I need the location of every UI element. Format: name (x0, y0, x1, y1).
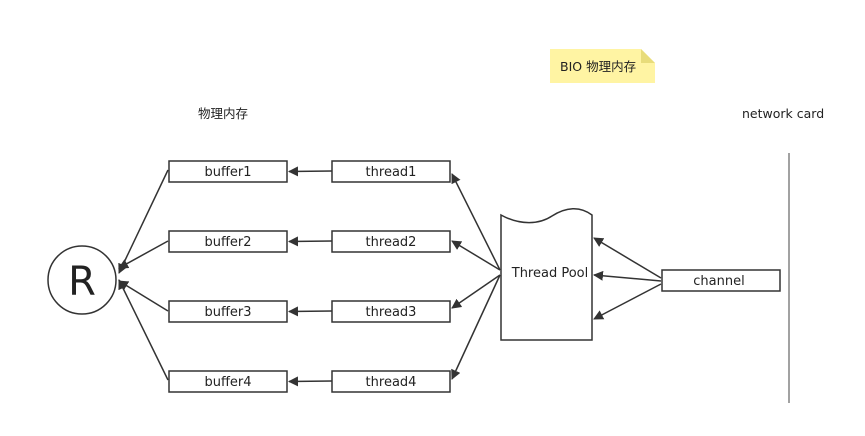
arrow-channel-pool-bottom (593, 283, 662, 320)
note-text: BIO 物理内存 (560, 59, 636, 74)
arrow-buffer1-r (118, 169, 169, 274)
thread-4-label: thread4 (366, 375, 417, 390)
thread-pool-shape (500, 208, 593, 341)
arrow-thread4-buffer4 (288, 376, 333, 387)
buffer-2-box (168, 230, 288, 253)
thread-4: thread4 (331, 370, 451, 393)
thread-3: thread3 (331, 300, 451, 323)
thread-3-label: thread3 (366, 305, 417, 320)
arrow-thread1-buffer1 (288, 166, 333, 177)
arrow-pool-thread1 (451, 173, 501, 271)
thread-2-label: thread2 (366, 235, 417, 250)
r-node: R (47, 245, 117, 315)
arrow-channel-pool-top (593, 237, 662, 279)
arrow-thread2-buffer2 (288, 236, 333, 247)
buffer-4-label: buffer4 (204, 375, 251, 390)
buffer-1-label: buffer1 (204, 165, 251, 180)
buffer-3: buffer3 (168, 300, 288, 323)
channel-box (661, 269, 781, 292)
arrow-thread3-buffer3 (288, 306, 333, 317)
thread-1-label: thread1 (366, 165, 417, 180)
arrow-pool-thread4 (451, 274, 501, 380)
r-node-circle (47, 245, 117, 315)
buffer-4: buffer4 (168, 370, 288, 393)
network-card-label: network card (742, 106, 824, 121)
memory-label: 物理内存 (198, 106, 248, 121)
arrow-buffer2-r (118, 240, 169, 269)
note-paper (550, 49, 655, 83)
buffer-3-box (168, 300, 288, 323)
thread-1: thread1 (331, 160, 451, 183)
channel-label: channel (693, 274, 744, 289)
buffer-2-label: buffer2 (204, 235, 251, 250)
thread-pool: Thread Pool (500, 208, 593, 341)
buffer-1: buffer1 (168, 160, 288, 183)
thread-pool-label: Thread Pool (511, 266, 588, 281)
note-fold (641, 49, 655, 63)
channel: channel (661, 269, 781, 292)
r-node-label: R (68, 259, 96, 305)
buffer-3-label: buffer3 (204, 305, 251, 320)
thread-2: thread2 (331, 230, 451, 253)
buffer-2: buffer2 (168, 230, 288, 253)
arrow-pool-thread2 (451, 240, 501, 271)
bio-note: BIO 物理内存 (550, 49, 655, 83)
arrow-pool-thread3 (451, 274, 501, 309)
buffer-4-box (168, 370, 288, 393)
buffer-1-box (168, 160, 288, 183)
arrow-buffer4-r (118, 279, 169, 381)
arrow-channel-pool-middle (593, 270, 662, 282)
